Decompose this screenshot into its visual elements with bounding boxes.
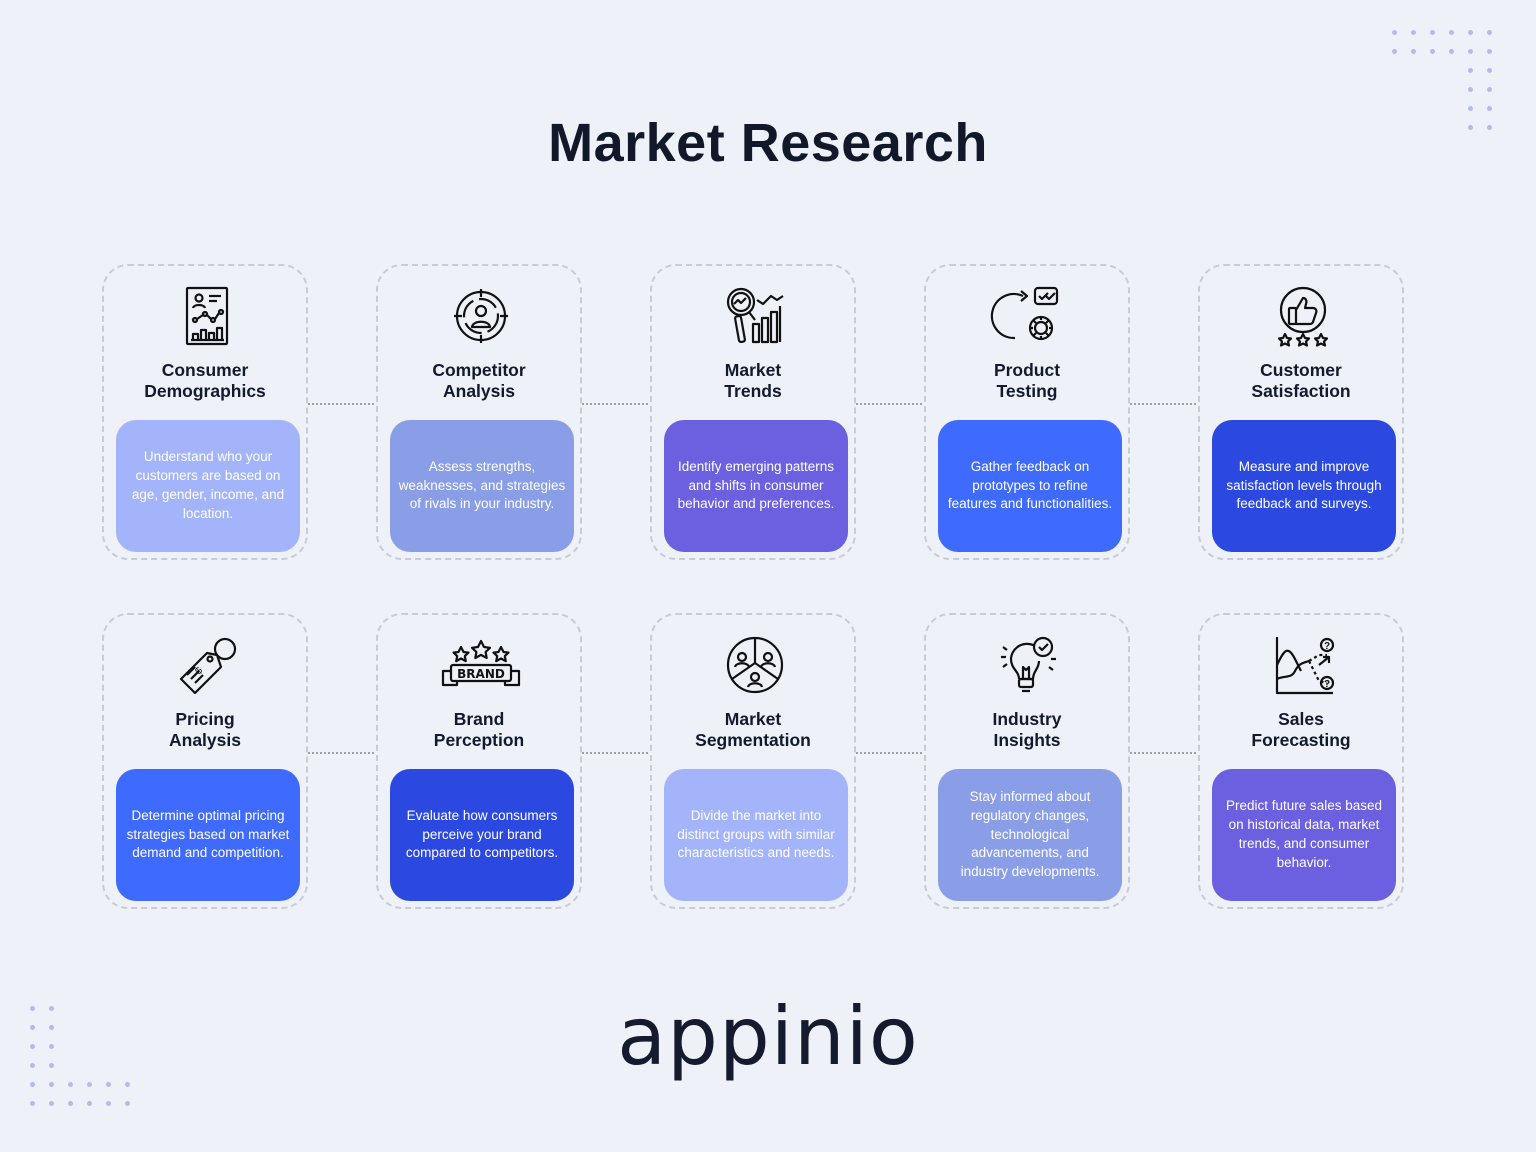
decorative-dot [87,1101,92,1106]
card-description: Understand who your customers are based … [116,420,300,552]
row-1-connector [1130,403,1196,405]
card-description: Gather feedback on prototypes to refine … [938,420,1122,552]
forecast-chart-icon: ? ? [1273,635,1335,695]
decorative-dot [1468,30,1473,35]
thumbs-up-stars-icon [1273,286,1333,347]
decorative-dot [1487,68,1492,73]
decorative-dot [1468,68,1473,73]
decorative-dot [1468,49,1473,54]
card-description: Measure and improve satisfaction levels … [1212,420,1396,552]
decorative-dot [30,1006,35,1011]
decorative-dot [30,1101,35,1106]
decorative-dot [1430,30,1435,35]
decorative-dot [1487,87,1492,92]
decorative-dot [49,1101,54,1106]
page-title: Market Research [548,113,988,173]
decorative-dot [1430,49,1435,54]
decorative-dot [1411,49,1416,54]
decorative-dot [68,1082,73,1087]
decorative-dot [49,1006,54,1011]
row-1-connector [582,403,648,405]
decorative-dot [1392,49,1397,54]
card-description: Evaluate how consumers perceive your bra… [390,769,574,901]
target-person-icon [451,286,511,346]
lightbulb-check-icon [999,635,1059,695]
decorative-dot [68,1101,73,1106]
row-2-connector [582,752,648,754]
segmented-pie-people-icon [725,635,785,695]
decorative-dot [1487,125,1492,130]
decorative-dot [49,1025,54,1030]
decorative-dot [87,1082,92,1087]
decorative-dot [1468,87,1473,92]
decorative-dot [49,1063,54,1068]
brand-stars-icon: BRAND [441,635,521,695]
row-2-connector [856,752,922,754]
card-description: Determine optimal pricing strategies bas… [116,769,300,901]
card-description: Identify emerging patterns and shifts in… [664,420,848,552]
card-description: Stay informed about regulatory changes, … [938,769,1122,901]
decorative-dot [1449,30,1454,35]
price-tag-icon: $ [177,635,237,695]
magnifier-bar-chart-icon [725,286,785,346]
decorative-dot-grid-bottom-left [28,1004,152,1128]
decorative-dot [49,1044,54,1049]
decorative-dot [30,1044,35,1049]
decorative-dot [106,1101,111,1106]
decorative-dot [49,1082,54,1087]
decorative-dot [1449,49,1454,54]
row-2-connector [308,752,374,754]
svg-text:?: ? [1324,641,1330,652]
row-1-connector [308,403,374,405]
appinio-logo: appinio [617,990,919,1083]
decorative-dot [1468,106,1473,111]
card-description: Predict future sales based on historical… [1212,769,1396,901]
card-description: Assess strengths, weaknesses, and strate… [390,420,574,552]
decorative-dot [30,1082,35,1087]
row-1-connector [856,403,922,405]
decorative-dot [30,1025,35,1030]
report-chart-icon [177,286,237,346]
decorative-dot [30,1063,35,1068]
decorative-dot [1487,106,1492,111]
svg-text:?: ? [1324,679,1330,690]
decorative-dot [106,1082,111,1087]
row-2-connector [1130,752,1196,754]
decorative-dot [1411,30,1416,35]
svg-text:BRAND: BRAND [457,667,505,681]
gear-feedback-icon [990,286,1059,346]
decorative-dot [125,1082,130,1087]
decorative-dot [1487,49,1492,54]
card-description: Divide the market into distinct groups w… [664,769,848,901]
decorative-dot [125,1101,130,1106]
decorative-dot [1487,30,1492,35]
decorative-dot [1468,125,1473,130]
decorative-dot-grid-top-right [1388,28,1512,152]
decorative-dot [1392,30,1397,35]
